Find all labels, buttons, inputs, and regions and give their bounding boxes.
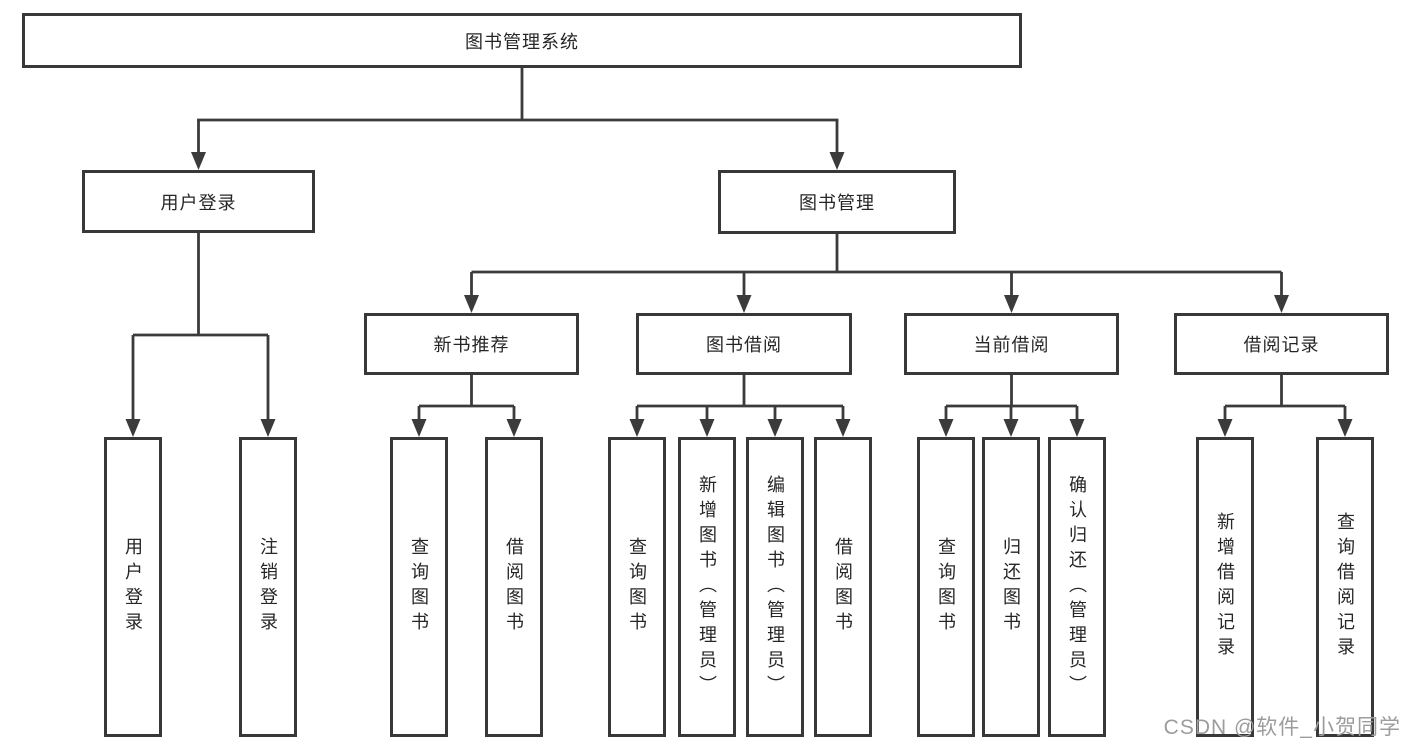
node-label: 查询图书	[936, 537, 956, 637]
node-add-borrow-record: 新增借阅记录	[1196, 437, 1254, 737]
node-library-management-system: 图书管理系统	[22, 13, 1022, 68]
node-query-books-current: 查询图书	[917, 437, 975, 737]
node-label: 新书推荐	[433, 335, 510, 355]
node-label: 图书借阅	[706, 335, 782, 355]
node-query-borrow-record: 查询借阅记录	[1316, 437, 1374, 737]
node-label: 借阅图书	[504, 537, 524, 637]
node-label: 新增图书（管理员）	[697, 474, 717, 700]
node-label: 编辑图书（管理员）	[765, 474, 785, 700]
node-label: 用户登录	[123, 537, 143, 637]
node-label: 确认归还（管理员）	[1067, 474, 1087, 700]
node-query-books-borrowing: 查询图书	[608, 437, 666, 737]
node-label: 查询借阅记录	[1335, 512, 1355, 662]
node-label: 用户登录	[160, 192, 237, 213]
node-book-borrowing: 图书借阅	[636, 313, 852, 375]
tree-branch-lines	[133, 68, 1345, 408]
node-return-books: 归还图书	[982, 437, 1040, 737]
node-label: 查询图书	[409, 537, 429, 637]
node-user-login-leaf: 用户登录	[104, 437, 162, 737]
node-label: 借阅图书	[833, 537, 853, 637]
node-edit-books-admin: 编辑图书（管理员）	[746, 437, 804, 737]
arrow-shafts	[131, 120, 1347, 421]
node-label: 图书管理	[799, 193, 875, 213]
watermark: CSDN @软件_小贺同学	[1163, 716, 1401, 739]
node-label: 归还图书	[1001, 537, 1021, 637]
node-current-borrowing: 当前借阅	[904, 313, 1119, 375]
node-add-books-admin: 新增图书（管理员）	[678, 437, 736, 737]
node-label: 注销登录	[258, 537, 278, 637]
node-new-book-recommend: 新书推荐	[364, 313, 579, 375]
node-label: 图书管理系统	[465, 31, 579, 52]
node-label: 当前借阅	[973, 335, 1050, 355]
node-label: 借阅记录	[1243, 335, 1320, 355]
node-query-books-recommend: 查询图书	[390, 437, 448, 737]
node-borrowing-records: 借阅记录	[1174, 313, 1389, 375]
node-logout: 注销登录	[239, 437, 297, 737]
node-borrow-books-borrowing: 借阅图书	[814, 437, 872, 737]
node-borrow-books-recommend: 借阅图书	[485, 437, 543, 737]
node-label: 查询图书	[627, 537, 647, 637]
node-confirm-return-admin: 确认归还（管理员）	[1048, 437, 1106, 737]
node-user-login: 用户登录	[82, 170, 315, 233]
node-book-management: 图书管理	[718, 170, 956, 234]
node-label: 新增借阅记录	[1215, 512, 1235, 662]
